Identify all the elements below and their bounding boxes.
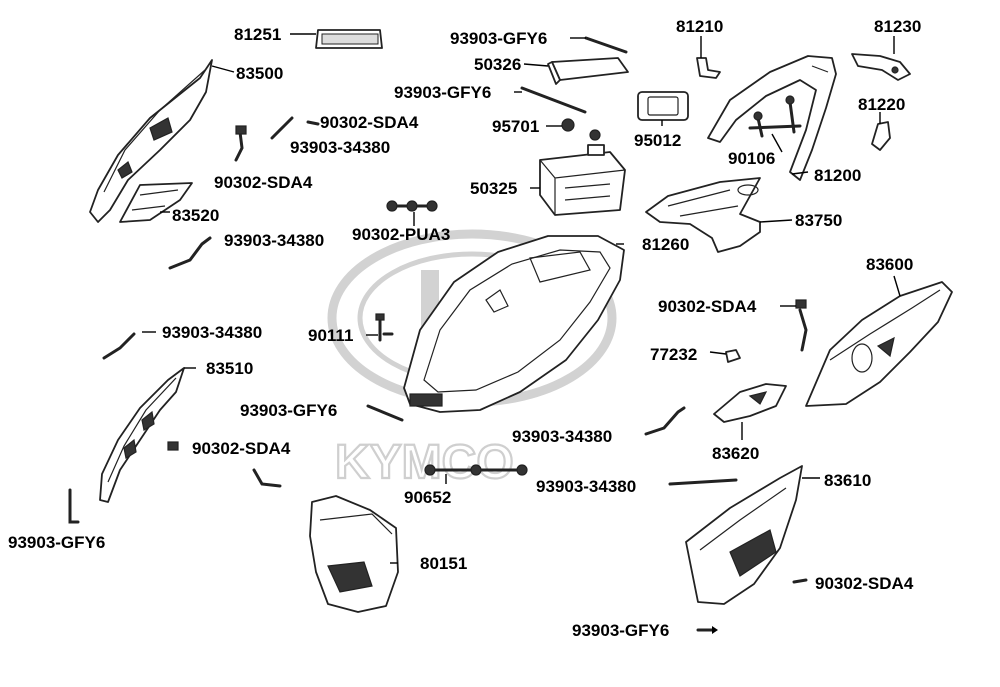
label-90302-sda4-right: 90302-SDA4 (658, 297, 757, 316)
label-83510: 83510 (206, 359, 253, 378)
label-93903-gfy6-left: 93903-GFY6 (8, 533, 105, 552)
rod-90302-sda4-left-drawing (252, 468, 282, 488)
part-77232-drawing (725, 349, 741, 363)
part-90111-drawing (375, 313, 394, 342)
part-81230-drawing (851, 53, 911, 81)
part-83500-drawing (89, 59, 213, 223)
part-95701-drawing (561, 118, 601, 141)
rod-93903-gfy6-lower-right-drawing (696, 626, 718, 634)
part-95012-drawing (637, 91, 689, 121)
label-93903-34380-top: 93903-34380 (290, 138, 390, 157)
label-50325: 50325 (470, 179, 517, 198)
part-81220-drawing (871, 121, 891, 151)
rod-93903-34380-left-drawing (168, 236, 212, 270)
label-93903-34380-right: 93903-34380 (512, 427, 612, 446)
part-90652-drawing (424, 464, 528, 476)
label-83620: 83620 (712, 444, 759, 463)
label-90652: 90652 (404, 488, 451, 507)
rod-93903-34380-lower-drawing (668, 478, 738, 486)
clip-90302-sda4-lower-right-drawing (792, 578, 808, 584)
label-93903-34380-lower: 93903-34380 (536, 477, 636, 496)
label-95012: 95012 (634, 131, 681, 150)
label-83750: 83750 (795, 211, 842, 230)
part-83750-drawing (645, 177, 761, 253)
label-93903-34380-lower-left: 93903-34380 (162, 323, 262, 342)
part-50325-drawing (539, 144, 626, 216)
label-93903-gfy6-top: 93903-GFY6 (450, 29, 547, 48)
label-81220: 81220 (858, 95, 905, 114)
part-83510-drawing (99, 367, 185, 503)
rod-93903-gfy6-left-drawing (68, 488, 80, 524)
part-number-labels: 81251 93903-GFY6 81210 81230 83500 50326… (8, 17, 921, 640)
part-90302-pua3-drawing (386, 200, 438, 212)
label-93903-gfy6-mid: 93903-GFY6 (240, 401, 337, 420)
part-83610-drawing (685, 465, 803, 605)
part-81210-drawing (696, 57, 721, 79)
part-81251-drawing (315, 29, 383, 49)
label-93903-gfy6-lower-right: 93903-GFY6 (572, 621, 669, 640)
part-50326-drawing (547, 57, 629, 85)
label-81200: 81200 (814, 166, 861, 185)
watermark-brand-text: KYMCO (335, 436, 514, 489)
label-90302-pua3: 90302-PUA3 (352, 225, 450, 244)
part-83600-drawing (805, 281, 953, 407)
rod-93903-34380-top-drawing (270, 116, 294, 140)
label-77232: 77232 (650, 345, 697, 364)
label-93903-34380-left: 93903-34380 (224, 231, 324, 250)
label-95701: 95701 (492, 117, 539, 136)
label-93903-gfy6-second: 93903-GFY6 (394, 83, 491, 102)
rod-93903-34380-right-drawing (644, 406, 686, 436)
label-83500: 83500 (236, 64, 283, 83)
label-50326: 50326 (474, 55, 521, 74)
part-90106-drawing (748, 95, 802, 138)
clip-90302-sda4-right-drawing (795, 299, 808, 352)
clip-90302-sda4-top-drawing (234, 120, 320, 162)
rod-93903-gfy6-top-drawing (520, 36, 628, 114)
part-83520-drawing (119, 182, 193, 223)
clip-90302-sda4-left-drawing (167, 441, 179, 451)
label-81260: 81260 (642, 235, 689, 254)
label-90302-sda4-lower-left: 90302-SDA4 (192, 439, 291, 458)
label-81251: 81251 (234, 25, 281, 44)
part-81200-drawing (707, 55, 837, 181)
leader-lines (142, 33, 901, 564)
rod-93903-gfy6-mid-drawing (366, 404, 404, 422)
label-83610: 83610 (824, 471, 871, 490)
part-83620-drawing (713, 383, 787, 423)
label-90302-sda4-top: 90302-SDA4 (320, 113, 419, 132)
rod-93903-34380-lower-left-drawing (102, 332, 136, 360)
part-80151-drawing (309, 495, 399, 613)
label-90111: 90111 (308, 326, 353, 345)
part-81260-drawing (403, 235, 625, 413)
label-90302-sda4-left: 90302-SDA4 (214, 173, 313, 192)
label-81210: 81210 (676, 17, 723, 36)
label-83600: 83600 (866, 255, 913, 274)
label-80151: 80151 (420, 554, 467, 573)
label-90106: 90106 (728, 149, 775, 168)
label-83520: 83520 (172, 206, 219, 225)
label-81230: 81230 (874, 17, 921, 36)
label-90302-sda4-lower-right: 90302-SDA4 (815, 574, 914, 593)
